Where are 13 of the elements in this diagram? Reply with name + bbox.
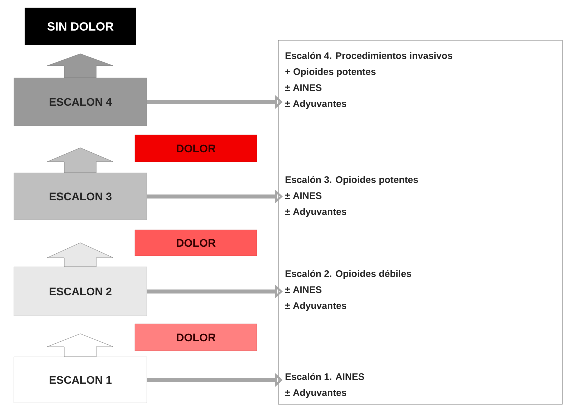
step-box: ESCALON 3 [14,148,148,220]
pain-box: DOLOR [135,230,258,256]
treatment-text: Escalón 3. Opioides potentes ± AINES ± Adyuvantes [285,176,418,218]
status-box: SIN DOLOR [25,8,136,46]
step-box: ESCALON 2 [14,242,148,316]
panel-box [278,40,563,405]
step-box: ESCALON 1 [14,334,148,404]
pain-box: DOLOR [135,135,258,162]
treatment-text: Escalón 4. Procedimientos invasivos + Opioides potentes ± AINES ± Adyuvantes [285,52,453,110]
pain-box: DOLOR [135,324,258,352]
treatment-text: Escalón 2. Opioides débiles ± AINES ± Adyuvantes [285,270,412,312]
treatment-text: Escalón 1. AINES ± Adyuvantes [285,373,364,398]
step-box: ESCALON 4 [14,54,148,126]
